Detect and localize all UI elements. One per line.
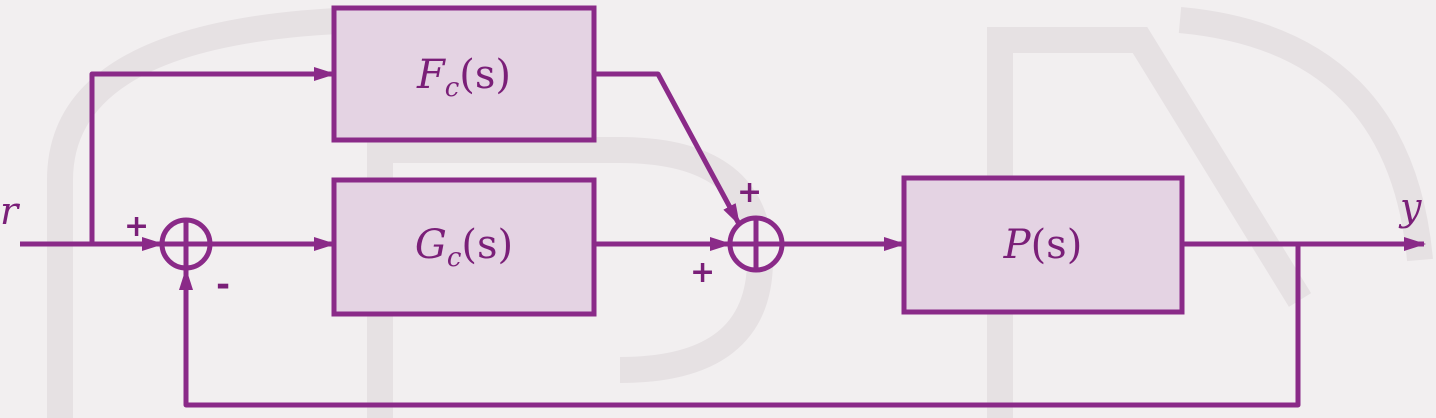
plant-label: P(s) [1003,222,1083,268]
background-watermark [47,7,1433,418]
error-junction [159,217,213,271]
sum-bottom-plus-sign: + [690,255,715,290]
feedforward-to-sum-line [594,71,742,226]
error-minus-sign: - [216,265,230,305]
sum-junction [727,215,785,273]
feedforward-label: Fc(s) [416,52,511,103]
plant-block [901,175,1185,315]
feedforward-branch-line [89,67,336,244]
signal-lines [20,67,1426,408]
feedback-line [179,244,1301,408]
feedforward-block [331,5,597,143]
error-plus-sign: + [124,209,149,244]
controller-label: Gc(s) [415,222,513,273]
sum-top-plus-sign: + [737,175,762,210]
controller-block [331,177,597,317]
input-label: r [0,189,21,233]
output-label: y [1398,185,1422,229]
